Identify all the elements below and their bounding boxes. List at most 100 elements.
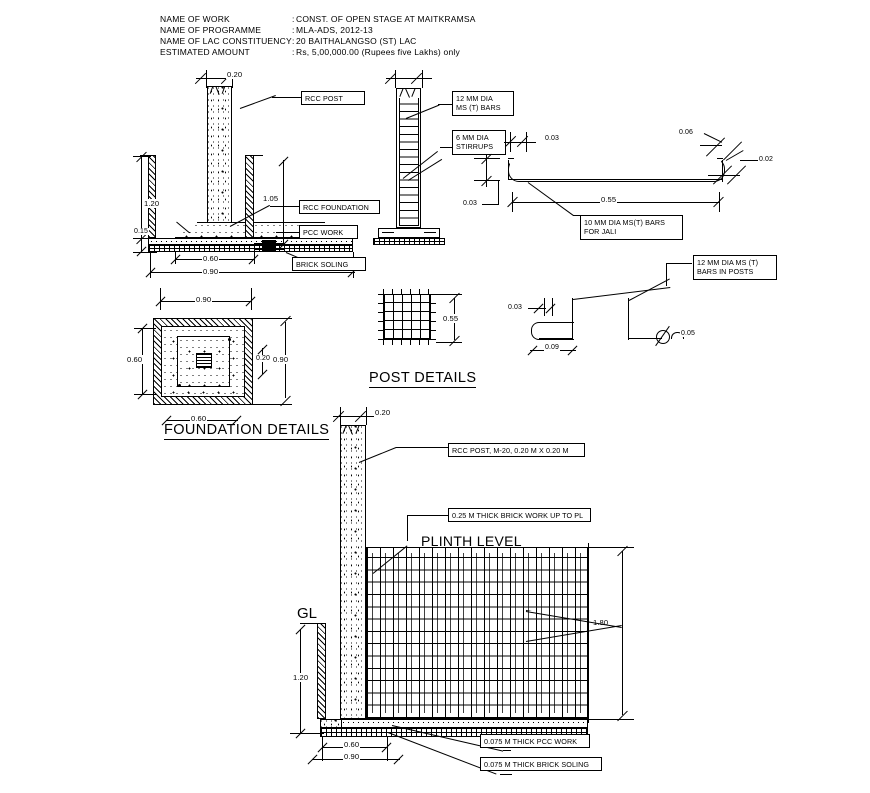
- plinth-section-view: 0.20 1.80 GL: [0, 395, 870, 793]
- dim-tick: [705, 137, 726, 157]
- ground-line-left: [140, 155, 156, 156]
- dim-1-20-big: 1.20: [292, 673, 310, 682]
- title-sep-2: :: [292, 36, 295, 46]
- brick-bond-overlay: [366, 553, 588, 713]
- title-sep-3: :: [292, 47, 295, 57]
- dim-ext-line: [150, 252, 151, 278]
- leader-line-brickwork: [407, 515, 451, 516]
- rebar-dot: [178, 384, 181, 387]
- dim-ext-line: [719, 192, 720, 212]
- dim-ext-line: [252, 404, 292, 405]
- callout-post-bars[interactable]: 12 MM DIA MS (T)BARS IN POSTS: [693, 255, 777, 280]
- title-value-1: MLA-ADS, 2012-13: [296, 25, 373, 35]
- earth-hatch-gl-left: [317, 623, 326, 719]
- dim-ext-line: [252, 318, 292, 319]
- callout-rcc-foundation[interactable]: RCC FOUNDATION: [299, 200, 380, 214]
- dim-0-03-hook: 0.03: [507, 304, 524, 311]
- ground-line-right: [245, 155, 263, 156]
- callout-post-bars-line1: 12 MM DIA MS (T): [697, 258, 759, 267]
- callout-brick-soling-075[interactable]: 0.075 M THICK BRICK SOLING: [480, 757, 602, 771]
- dim-ext-line: [366, 407, 367, 425]
- dim-0-20-plan-inner: 0.20: [255, 355, 272, 362]
- jali-bar-end: [508, 158, 514, 159]
- title-field-1: NAME OF PROGRAMME: [160, 25, 262, 35]
- dim-line: [333, 416, 375, 417]
- callout-brick-soling[interactable]: BRICK SOLING: [292, 257, 366, 271]
- dim-0-20-post: 0.20: [226, 70, 244, 79]
- callout-12mm-bars-line2: MS (T) BARS: [456, 103, 501, 113]
- hook-bar2-vertical: [628, 298, 629, 340]
- callout-rcc-post-m20[interactable]: RCC POST, M-20, 0.20 M X 0.20 M: [448, 443, 585, 457]
- leader-line-rcc-post-m20: [396, 447, 450, 448]
- dim-0-60-plan-left: 0.60: [126, 355, 144, 364]
- dim-line-vert: [141, 238, 142, 252]
- leader-line-post-bars: [628, 278, 670, 301]
- dim-0-60-footing: 0.60: [202, 254, 220, 263]
- dim-ext-line: [544, 298, 545, 316]
- label-gl: GL: [297, 605, 318, 622]
- dim-line: [700, 145, 722, 146]
- dim-ext-line: [134, 394, 156, 395]
- callout-pcc-work-075[interactable]: 0.075 M THICK PCC WORK: [480, 734, 590, 748]
- dim-ext-line: [395, 70, 396, 88]
- dim-0-03-top: 0.03: [544, 135, 561, 142]
- leader-line-soling-075: [500, 774, 512, 775]
- base-rebar: [382, 232, 394, 233]
- callout-stirrups-line2: STIRRUPS: [456, 142, 494, 152]
- title-value-3: Rs, 5,00,000.00 (Rupees five Lakhs) only: [296, 47, 460, 57]
- dim-ext-line: [134, 328, 156, 329]
- base-rebar: [424, 232, 436, 233]
- jali-bar-left-leg: [508, 160, 509, 179]
- dim-ext-line: [588, 547, 634, 548]
- callout-jali-line2: FOR JALI: [584, 227, 617, 237]
- leader-line-rcc-post: [272, 97, 302, 98]
- plan-post-section: [196, 353, 212, 368]
- leader-line-post-bars: [666, 263, 667, 286]
- dim-0-90-plan-right: 0.90: [272, 355, 290, 364]
- dim-ext-line: [290, 733, 324, 734]
- title-sep-0: :: [292, 14, 295, 24]
- post-elevation-view: [0, 0, 470, 260]
- dim-ext-line: [251, 288, 252, 310]
- dim-ext-line: [340, 407, 341, 425]
- dim-ext-line: [133, 252, 157, 253]
- hook-bar-u-shape: [531, 322, 574, 340]
- hook-bar-bottom: [539, 338, 573, 339]
- callout-rcc-post[interactable]: RCC POST: [301, 91, 365, 105]
- callout-stirrups-line1: 6 MM DIA: [456, 133, 489, 142]
- brick-soling-layer: [148, 245, 353, 252]
- leader-line-rcc-foundation: [270, 206, 300, 207]
- mesh-hooks-right: [430, 294, 436, 340]
- dim-ext-line: [387, 737, 388, 761]
- stirrup-ladder: [399, 98, 419, 226]
- jali-bar-detail: 0.03 0.03 0.55 0.06 0.02: [460, 120, 870, 250]
- big-rcc-post: [340, 425, 366, 719]
- plan-footing-inner: [177, 336, 230, 387]
- callout-pcc-work[interactable]: PCC WORK: [299, 225, 358, 239]
- dim-ext-line: [486, 155, 487, 187]
- mesh-hooks-bottom: [383, 339, 431, 345]
- key-line: [254, 249, 284, 250]
- dim-ext-line: [436, 342, 462, 343]
- dim-ext-line: [322, 737, 323, 761]
- dim-line-vert: [283, 160, 284, 245]
- big-soling-layer: [320, 728, 588, 737]
- dim-line: [708, 175, 740, 176]
- leader-line-pcc-075: [503, 750, 511, 751]
- dim-ext-line: [206, 70, 207, 88]
- wall-right-edge: [588, 543, 589, 723]
- leader-line-post-bars: [666, 263, 692, 264]
- dim-ext-line: [588, 719, 634, 720]
- callout-brick-work-pl[interactable]: 0.25 M THICK BRICK WORK UP TO PL: [448, 508, 591, 522]
- leader-line-jali: [573, 215, 581, 216]
- key-line: [254, 243, 284, 244]
- post-outline: [396, 88, 421, 228]
- dim-0-15-pcc: 0.15: [133, 228, 150, 235]
- foundation-section-view: 0.20 1.20 0.15: [0, 0, 390, 278]
- dim-ext-line: [133, 238, 157, 239]
- leader-line-post-bars: [572, 287, 671, 300]
- dim-ext-line: [722, 160, 723, 182]
